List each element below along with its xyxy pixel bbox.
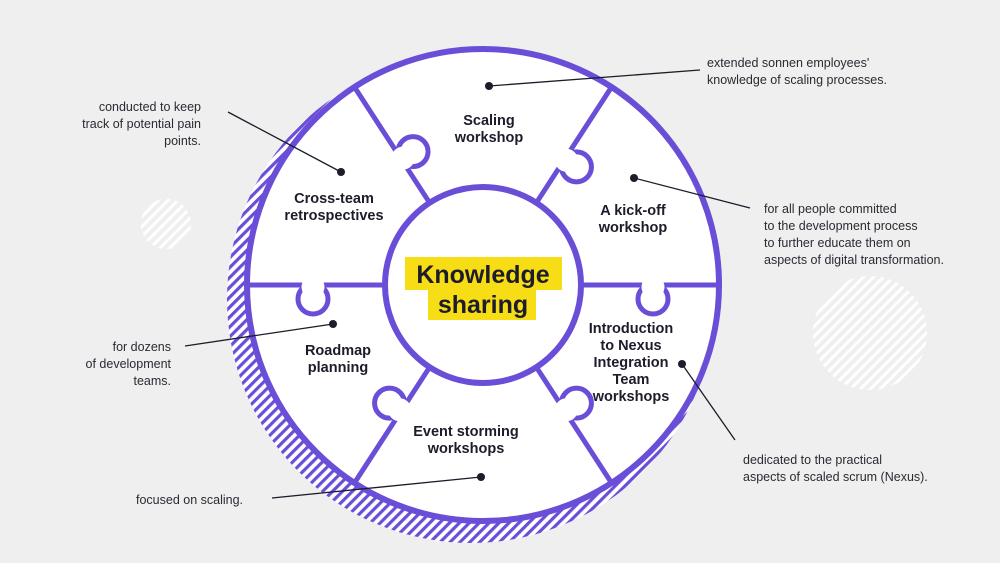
leader-dot-roadmap xyxy=(329,320,337,328)
annotation-nexus: dedicated to the practical aspects of sca… xyxy=(743,453,928,484)
decor-hatched-circle-large xyxy=(813,276,927,390)
segment-divider xyxy=(534,87,613,205)
leader-line-retros xyxy=(227,111,342,173)
segment-label-nexus-line: Team xyxy=(613,372,650,388)
leader-line-nexus xyxy=(681,363,736,441)
annotation-kickoff-line: aspects of digital transformation. xyxy=(764,253,944,267)
annotation-roadmap-line: for dozens xyxy=(113,340,171,354)
puzzle-knob-base xyxy=(301,275,325,299)
leader-dot-scaling xyxy=(485,82,493,90)
puzzle-knob-base xyxy=(641,275,665,299)
segment-label-retros-line: Cross-team xyxy=(294,191,374,207)
annotation-kickoff-line: for all people committed xyxy=(764,202,897,216)
annotation-retros-line: track of potential pain xyxy=(82,117,201,131)
puzzle-knob-base xyxy=(554,148,578,172)
leader-dot-nexus xyxy=(678,360,686,368)
annotation-event-storming: focused on scaling. xyxy=(136,493,243,507)
decor-hatched-circle-small xyxy=(141,199,191,249)
leader-line-kickoff xyxy=(633,177,751,209)
annotation-retros-line: conducted to keep xyxy=(99,100,201,114)
segment-divider xyxy=(353,365,432,483)
puzzle-knob-base xyxy=(554,398,578,422)
annotation-nexus-line: aspects of scaled scrum (Nexus). xyxy=(743,470,928,484)
center-highlight xyxy=(428,288,536,320)
center-title-line-2: sharing xyxy=(438,291,528,319)
segment-label-retros-line: retrospectives xyxy=(284,208,383,224)
segment-divider xyxy=(534,365,613,483)
segment-label-roadmap-line: planning xyxy=(308,360,368,376)
segment-label-scaling-line: Scaling xyxy=(463,113,515,129)
leader-line-event-storming xyxy=(271,476,482,499)
segment-label-nexus-line: Introduction xyxy=(589,321,674,337)
annotation-scaling-line: extended sonnen employees' xyxy=(707,56,869,70)
leader-dot-kickoff xyxy=(630,174,638,182)
segment-label-roadmap-line: Roadmap xyxy=(305,343,371,359)
center-title-line-1: Knowledge xyxy=(416,261,549,289)
puzzle-knob-base xyxy=(388,398,412,422)
center-highlight xyxy=(405,257,562,290)
annotation-event-storming-line: focused on scaling. xyxy=(136,493,243,507)
annotation-roadmap: for dozens of development teams. xyxy=(86,340,172,388)
annotation-retros-line: points. xyxy=(164,134,201,148)
segment-label-nexus-line: workshops xyxy=(592,389,670,405)
leader-dot-event-storming xyxy=(477,473,485,481)
leader-line-roadmap xyxy=(184,323,334,347)
leader-lines xyxy=(184,69,751,499)
segment-label-scaling-line: workshop xyxy=(454,130,524,146)
annotation-scaling: extended sonnen employees' knowledge of s… xyxy=(707,56,887,87)
puzzle-knob-base xyxy=(391,146,415,170)
segment-label-kickoff-line: A kick-off xyxy=(600,203,666,219)
annotation-roadmap-line: of development xyxy=(86,357,172,371)
annotation-retros: conducted to keep track of potential pain… xyxy=(82,100,201,148)
segment-label-nexus-line: Integration xyxy=(594,355,669,371)
annotation-roadmap-line: teams. xyxy=(133,374,171,388)
segment-label-kickoff-line: workshop xyxy=(598,220,668,236)
leader-line-scaling xyxy=(488,69,701,87)
leader-dot-retros xyxy=(337,168,345,176)
annotation-kickoff-line: to the development process xyxy=(764,219,918,233)
segment-label-event-storming-line: workshops xyxy=(427,441,505,457)
annotation-scaling-line: knowledge of scaling processes. xyxy=(707,73,887,87)
annotation-nexus-line: dedicated to the practical xyxy=(743,453,882,467)
segment-label-event-storming-line: Event storming xyxy=(413,424,519,440)
segment-divider xyxy=(353,87,432,205)
annotation-kickoff-line: to further educate them on xyxy=(764,236,911,250)
annotations: extended sonnen employees' knowledge of s… xyxy=(82,56,944,507)
segment-label-nexus-line: to Nexus xyxy=(600,338,661,354)
annotation-kickoff: for all people committed to the developme… xyxy=(764,202,944,267)
